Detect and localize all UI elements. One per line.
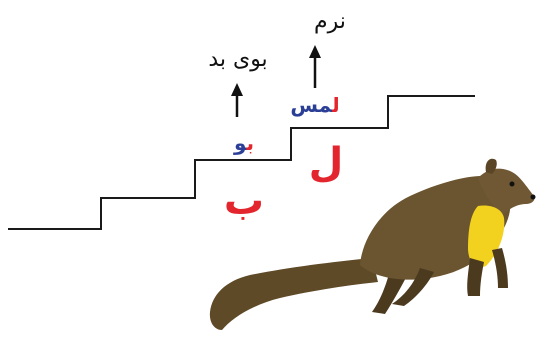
marten-hind-foot (392, 268, 434, 306)
word-bu-rest: و (233, 131, 247, 155)
up-arrow-icon (309, 45, 321, 88)
marten-tail (209, 258, 378, 330)
big-letter-lam: ل (309, 140, 344, 186)
marten-head (478, 168, 535, 214)
marten-front-leg (467, 258, 484, 296)
marten-front-leg-2 (492, 248, 508, 288)
staircase-line (8, 95, 475, 230)
marten-eye (509, 181, 515, 187)
word-bu: بو (233, 131, 254, 155)
word-lams: لمس (290, 93, 339, 117)
word-buye-bad: بوی بد (208, 47, 267, 72)
word-narm: نرم (314, 9, 346, 34)
up-arrow-icon (231, 83, 243, 117)
marten-illustration (209, 158, 536, 330)
big-letter-be: ب (224, 178, 264, 224)
marten-ear (485, 158, 497, 174)
word-lams-rest: مس (290, 93, 332, 117)
word-lams-letter: ل (331, 93, 340, 117)
marten-nose (530, 194, 536, 200)
word-bu-letter: ب (246, 131, 255, 155)
